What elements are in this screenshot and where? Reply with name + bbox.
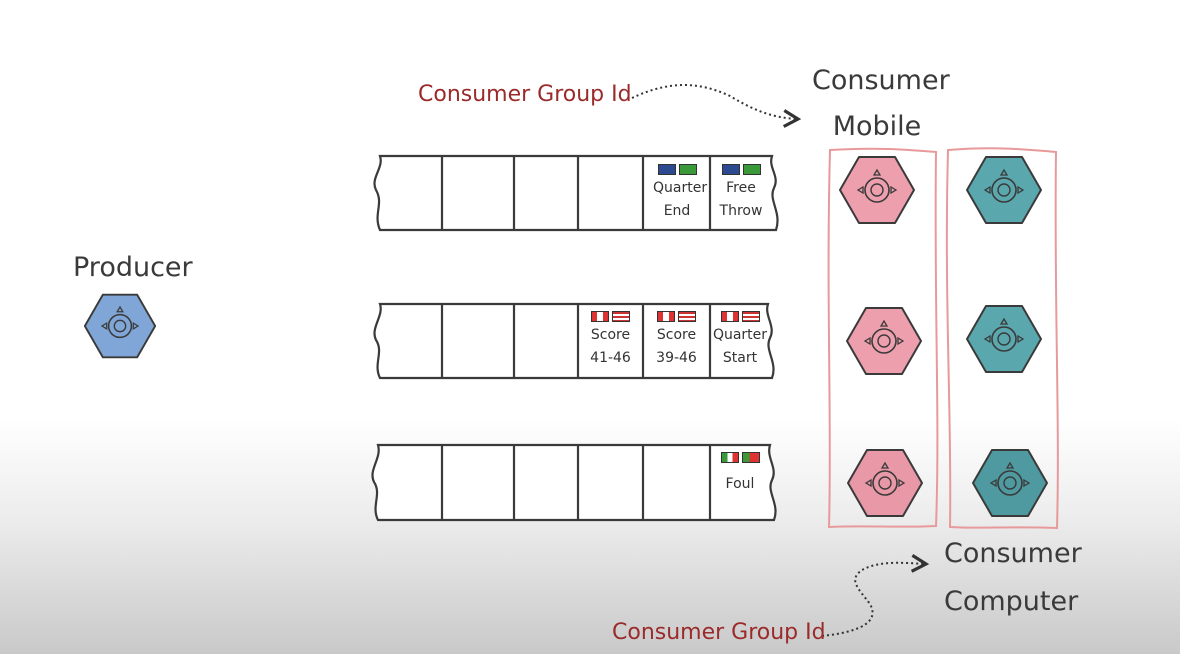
group-id-bottom-arrow: [821, 553, 930, 637]
consumer-computer-icon-2: [966, 305, 1042, 373]
flag-icon: [721, 164, 740, 175]
flag-pair: [710, 452, 770, 463]
message-text: Quarter Start: [712, 327, 768, 366]
group-id-top-label: Consumer Group Id: [418, 82, 632, 107]
flag-icon: [657, 311, 675, 322]
consumer-mobile-label: Consumer Mobile: [812, 65, 950, 142]
producer-label: Producer: [73, 252, 193, 283]
consumer-mobile-icon-2: [846, 307, 922, 375]
message-text: Free Throw: [719, 180, 763, 219]
partition-1: [373, 154, 779, 232]
flag-pair: [644, 164, 710, 175]
message-cell: Score 41-46: [578, 311, 643, 370]
flag-icon: [612, 311, 630, 322]
message-text: Score 39-46: [656, 327, 697, 366]
partition-3: [371, 443, 777, 522]
partition-2: [373, 302, 775, 380]
consumer-computer-label: Consumer Computer: [944, 538, 1082, 617]
flag-pair: [578, 311, 643, 322]
consumer-group-computer-box: [945, 147, 1059, 530]
flag-icon: [742, 164, 761, 175]
consumer-mobile-icon-3: [847, 449, 923, 517]
flag-icon: [720, 452, 739, 463]
producer-icon: [83, 293, 157, 359]
group-id-bottom-label: Consumer Group Id: [612, 620, 826, 645]
flag-pair: [643, 311, 710, 322]
flag-pair: [710, 164, 772, 175]
message-text: Score 41-46: [590, 327, 631, 366]
message-cell: Foul: [710, 452, 770, 496]
flag-icon: [657, 164, 676, 175]
flag-icon: [741, 452, 760, 463]
message-cell: Score 39-46: [643, 311, 710, 370]
flag-pair: [710, 311, 770, 322]
message-text: Quarter End: [653, 180, 708, 219]
consumer-computer-icon-3: [972, 449, 1048, 517]
message-cell: Quarter Start: [710, 311, 770, 370]
consumer-group-mobile-box: [827, 147, 939, 529]
flag-icon: [720, 311, 739, 322]
flag-icon: [741, 311, 760, 322]
consumer-mobile-icon-1: [839, 156, 915, 224]
group-id-top-arrow: [631, 84, 802, 128]
flag-icon: [591, 311, 609, 322]
message-cell: Quarter End: [644, 164, 710, 223]
message-cell: Free Throw: [710, 164, 772, 223]
consumer-computer-icon-1: [966, 156, 1042, 224]
flag-icon: [678, 311, 696, 322]
flag-icon: [678, 164, 697, 175]
message-text: Foul: [725, 476, 755, 492]
